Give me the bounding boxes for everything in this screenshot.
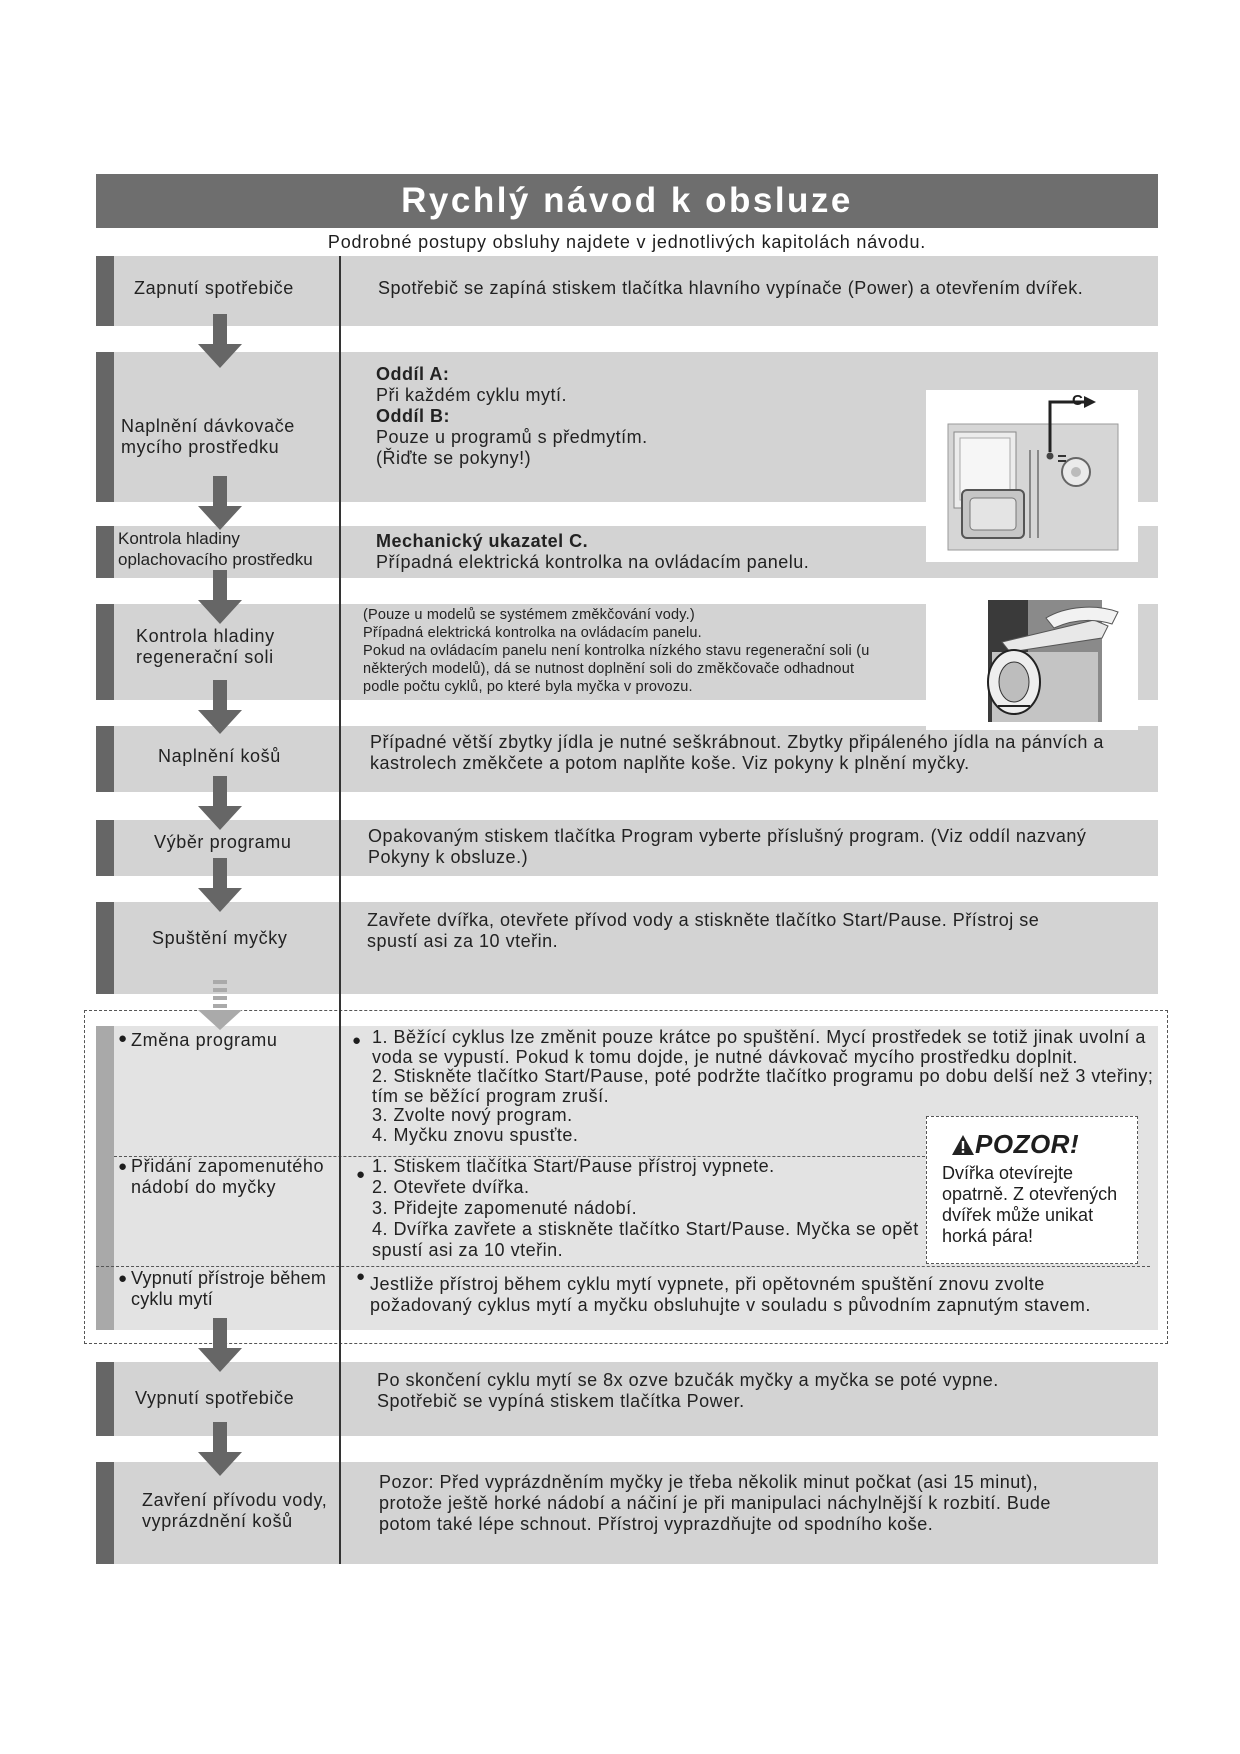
step-label-program: Výběr programu xyxy=(154,832,292,852)
step-label-rinse-aid: Kontrola hladiny oplachovacího prostředk… xyxy=(118,529,313,569)
row-band-power-on xyxy=(96,256,1158,326)
row-accent xyxy=(96,604,114,700)
bullet-icon: ● xyxy=(118,1158,128,1175)
step-label-power-off: Vypnutí spotřebiče xyxy=(135,1388,295,1408)
row-accent xyxy=(96,256,114,326)
step-text-start: Zavřete dvířka, otevřete přívod vody a s… xyxy=(367,910,1040,951)
row-band-loading xyxy=(96,726,1158,792)
row-accent xyxy=(96,352,114,502)
step-label-add-dishes: Přidání zapomenutého nádobí do myčky xyxy=(131,1156,325,1197)
step-label-power-on: Zapnutí spotřebiče xyxy=(134,278,294,298)
section-divider xyxy=(96,1266,1150,1267)
step-text-salt: (Pouze u modelů se systémem změkčování v… xyxy=(363,607,870,695)
arrow-down-icon xyxy=(198,680,242,734)
bullet-icon: ● xyxy=(356,1166,366,1183)
arrow-down-icon xyxy=(198,314,242,368)
step-text-power-off: Po skončení cyklu mytí se 8x ozve bzučák… xyxy=(377,1370,999,1411)
row-band-program xyxy=(96,820,1158,876)
warning-triangle-icon xyxy=(952,1134,974,1155)
row-accent xyxy=(96,526,114,578)
detergent-dispenser-illustration: C xyxy=(926,390,1138,562)
figure-label-c: C xyxy=(1072,392,1083,409)
step-label-detergent: Naplnění dávkovače mycího prostředku xyxy=(121,416,295,457)
dashed-arrow-down-icon xyxy=(198,980,242,1030)
step-text-loading: Případné větší zbytky jídla je nutné seš… xyxy=(370,732,1104,773)
optional-section-accent xyxy=(96,1026,114,1330)
page-title: Rychlý návod k obsluze xyxy=(96,174,1158,228)
step-label-switch-off-during: Vypnutí přístroje během cyklu mytí xyxy=(131,1268,327,1309)
warning-title-row: POZOR! xyxy=(951,1129,1079,1160)
row-band-unload xyxy=(96,1462,1158,1564)
section-divider xyxy=(114,1156,930,1157)
salt-drawing xyxy=(987,600,1119,722)
step-text-change: 1. Běžící cyklus lze změnit pouze krátce… xyxy=(372,1027,1154,1145)
bullet-icon: ● xyxy=(356,1268,366,1285)
row-band-power-off xyxy=(96,1362,1158,1436)
step-text-detergent: Oddíl A: Při každém cyklu mytí. Oddíl B:… xyxy=(376,364,648,468)
bullet-icon: ● xyxy=(118,1270,128,1287)
step-label-salt: Kontrola hladiny regenerační soli xyxy=(136,626,275,667)
step-label-change: Změna programu xyxy=(131,1030,278,1050)
row-accent xyxy=(96,726,114,792)
warning-box: POZOR! Dvířka otevírejte opatrně. Z otev… xyxy=(926,1116,1138,1264)
arrow-down-icon xyxy=(198,1422,242,1476)
column-divider xyxy=(339,256,341,1564)
arrow-down-icon xyxy=(198,1318,242,1372)
row-band-start xyxy=(96,902,1158,994)
step-label-unload: Zavření přívodu vody, vyprázdnění košů xyxy=(142,1490,328,1531)
row-accent xyxy=(96,820,114,876)
arrow-down-icon xyxy=(198,570,242,624)
optional-section-frame xyxy=(84,1010,1168,1344)
step-text-switch-off-during: Jestliže přístroj během cyklu mytí vypne… xyxy=(370,1274,1091,1315)
row-accent xyxy=(96,1362,114,1436)
page-subtitle: Podrobné postupy obsluhy najdete v jedno… xyxy=(327,232,927,252)
dispenser-drawing xyxy=(947,396,1119,551)
bullet-icon: ● xyxy=(118,1030,128,1047)
arrow-down-icon xyxy=(198,858,242,912)
warning-text: Dvířka otevírejte opatrně. Z otevřených … xyxy=(942,1163,1118,1246)
step-text-rinse-aid: Mechanický ukazatel C. Případná elektric… xyxy=(376,531,810,572)
step-label-start: Spuštění myčky xyxy=(152,928,288,948)
step-text-unload: Pozor: Před vyprázdněním myčky je třeba … xyxy=(379,1472,1051,1534)
row-accent xyxy=(96,1462,114,1564)
step-text-add-dishes: 1. Stiskem tlačítka Start/Pause přístroj… xyxy=(372,1156,919,1260)
salt-container-illustration xyxy=(926,596,1138,730)
arrow-down-icon xyxy=(198,776,242,830)
row-accent xyxy=(96,902,114,994)
bullet-icon: ● xyxy=(352,1032,362,1049)
warning-title: POZOR! xyxy=(975,1129,1080,1159)
step-label-loading: Naplnění košů xyxy=(158,746,281,766)
arrow-down-icon xyxy=(198,476,242,530)
step-text-power-on: Spotřebič se zapíná stiskem tlačítka hla… xyxy=(378,278,1084,298)
step-text-program: Opakovaným stiskem tlačítka Program vybe… xyxy=(368,826,1087,867)
